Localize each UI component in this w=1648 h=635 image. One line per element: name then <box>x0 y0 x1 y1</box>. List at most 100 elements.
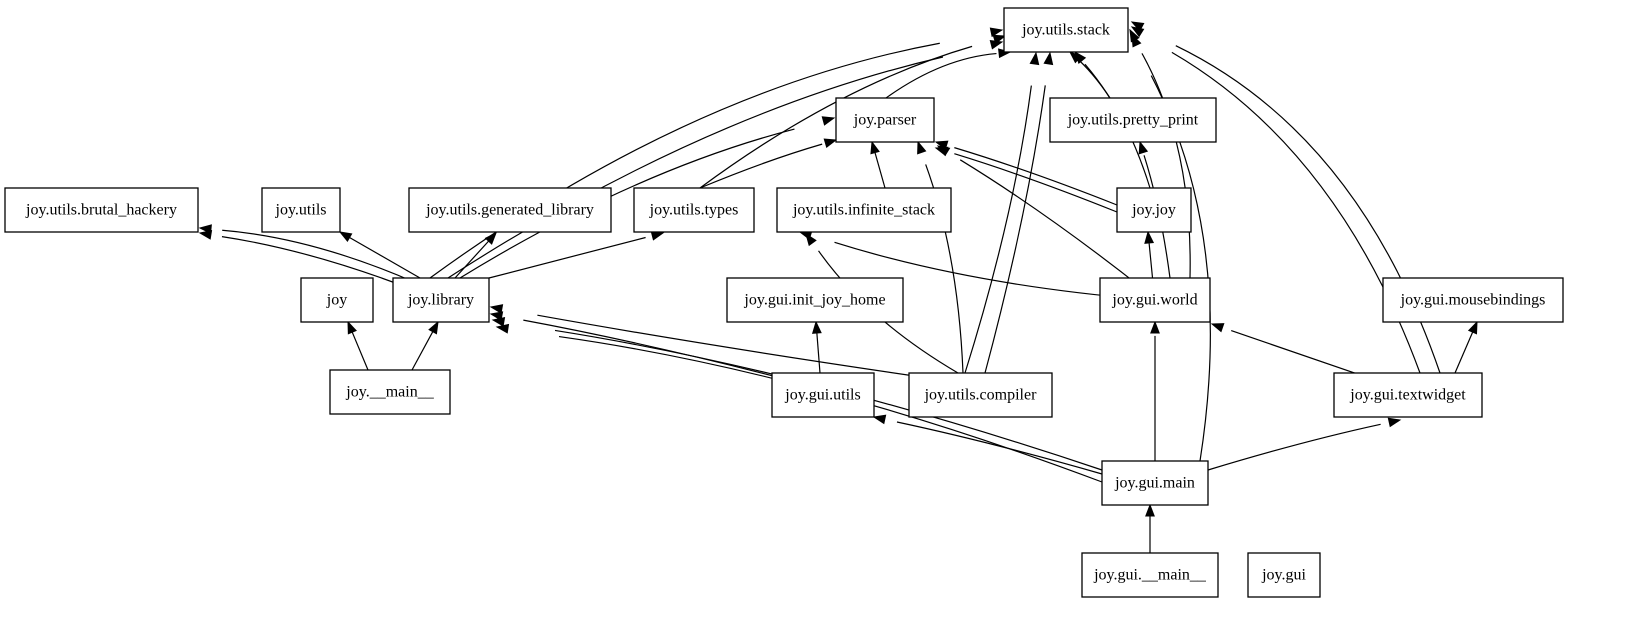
graph-edge <box>1454 326 1476 374</box>
graph-node[interactable]: joy.utils <box>261 187 341 233</box>
graph-edge <box>954 147 1118 206</box>
graph-edge <box>964 85 1032 374</box>
graph-node[interactable]: joy.gui.world <box>1099 277 1211 323</box>
graph-edge <box>959 159 1153 297</box>
edge-arrowhead <box>495 323 510 334</box>
edge-arrowhead <box>870 140 880 155</box>
edge-arrowhead <box>650 231 665 241</box>
graph-node[interactable]: joy.utils.generated_library <box>408 187 612 233</box>
node-layer: joy.utils.stack joy.parser joy.utils.prett… <box>4 7 1564 598</box>
node-label: joy.joy <box>1131 202 1176 219</box>
edge-arrowhead <box>936 145 951 157</box>
node-label: joy.gui.utils <box>784 387 860 404</box>
edge-arrowhead <box>821 116 836 126</box>
edge-arrowhead <box>489 304 504 314</box>
node-box[interactable] <box>408 187 612 233</box>
node-box[interactable] <box>1247 552 1321 598</box>
node-box[interactable] <box>633 187 755 233</box>
edge-arrowhead <box>989 27 1004 38</box>
graph-edge <box>984 85 1046 374</box>
graph-edge <box>537 314 957 383</box>
edge-arrowhead <box>1130 21 1145 32</box>
graph-node[interactable]: joy.gui.main <box>1101 460 1209 506</box>
graph-edge <box>221 236 415 291</box>
edge-arrowhead <box>1138 140 1149 155</box>
node-label: joy.utils.brutal_hackery <box>25 202 177 219</box>
node-box[interactable] <box>776 187 952 233</box>
edge-arrowhead <box>428 320 439 335</box>
graph-node[interactable]: joy.gui.mousebindings <box>1382 277 1564 323</box>
node-box[interactable] <box>4 187 199 233</box>
node-label: joy.gui.init_joy_home <box>743 292 885 309</box>
graph-node[interactable]: joy.parser <box>835 97 935 143</box>
graph-node[interactable]: joy <box>300 277 374 323</box>
graph-node[interactable]: joy.gui <box>1247 552 1321 598</box>
node-box[interactable] <box>1101 460 1209 506</box>
node-label: joy.utils.types <box>649 202 739 219</box>
graph-node[interactable]: joy.gui.__main__ <box>1081 552 1219 598</box>
edge-arrowhead <box>1467 320 1478 335</box>
node-box[interactable] <box>1081 552 1219 598</box>
node-box[interactable] <box>261 187 341 233</box>
graph-node[interactable]: joy.utils.compiler <box>908 372 1053 418</box>
node-box[interactable] <box>1049 97 1217 143</box>
node-label: joy.parser <box>853 112 917 129</box>
node-box[interactable] <box>771 372 875 418</box>
node-box[interactable] <box>329 369 451 415</box>
node-label: joy.gui <box>1261 567 1306 584</box>
graph-node[interactable]: joy.gui.textwidget <box>1333 372 1483 418</box>
graph-edge <box>896 421 1103 475</box>
node-box[interactable] <box>1382 277 1564 323</box>
edge-arrowhead <box>811 320 822 334</box>
graph-node[interactable]: joy.utils.brutal_hackery <box>4 187 199 233</box>
edge-arrowhead <box>1074 50 1087 64</box>
edge-arrowhead <box>823 138 838 148</box>
edge-arrowhead <box>917 140 927 155</box>
node-box[interactable] <box>1099 277 1211 323</box>
node-label: joy.utils.infinite_stack <box>792 202 935 219</box>
edge-arrowhead <box>1029 51 1040 66</box>
node-box[interactable] <box>300 277 374 323</box>
edge-arrowhead <box>992 34 1007 45</box>
node-box[interactable] <box>908 372 1053 418</box>
graph-edge <box>815 327 821 374</box>
graph-node[interactable]: joy.utils.infinite_stack <box>776 187 952 233</box>
node-box[interactable] <box>1333 372 1483 418</box>
graph-edge <box>885 52 997 99</box>
edge-arrowhead <box>1150 320 1160 334</box>
edge-arrowhead <box>1387 417 1402 428</box>
node-box[interactable] <box>392 277 490 323</box>
edge-arrowhead <box>1144 230 1155 244</box>
edge-arrowhead <box>805 232 817 247</box>
graph-node[interactable]: joy.gui.init_joy_home <box>726 277 904 323</box>
edge-arrowhead <box>1145 503 1155 517</box>
graph-edge <box>411 326 436 371</box>
node-box[interactable] <box>726 277 904 323</box>
graph-edge <box>349 326 369 371</box>
graph-edge <box>454 237 493 279</box>
graph-edge <box>1207 423 1381 471</box>
graph-node[interactable]: joy.utils.types <box>633 187 755 233</box>
node-label: joy.utils <box>275 202 327 219</box>
edge-arrowhead <box>198 229 213 240</box>
node-label: joy <box>326 292 347 309</box>
edge-arrowhead <box>484 231 497 245</box>
graph-edge <box>954 153 1118 213</box>
graph-node[interactable]: joy.__main__ <box>329 369 451 415</box>
graph-node[interactable]: joy.gui.utils <box>771 372 875 418</box>
edge-arrowhead <box>1043 51 1054 66</box>
node-label: joy.gui.__main__ <box>1093 567 1207 584</box>
graph-edge <box>459 128 795 279</box>
node-box[interactable] <box>1003 7 1129 53</box>
node-label: joy.gui.main <box>1114 475 1195 492</box>
graph-edge <box>925 164 964 374</box>
graph-node[interactable]: joy.joy <box>1116 187 1192 233</box>
node-box[interactable] <box>835 97 935 143</box>
node-label: joy.utils.generated_library <box>425 202 594 219</box>
graph-node[interactable]: joy.utils.pretty_print <box>1049 97 1217 143</box>
graph-node[interactable]: joy.library <box>392 277 490 323</box>
graph-node[interactable]: joy.utils.stack <box>1003 7 1129 53</box>
node-box[interactable] <box>1116 187 1192 233</box>
